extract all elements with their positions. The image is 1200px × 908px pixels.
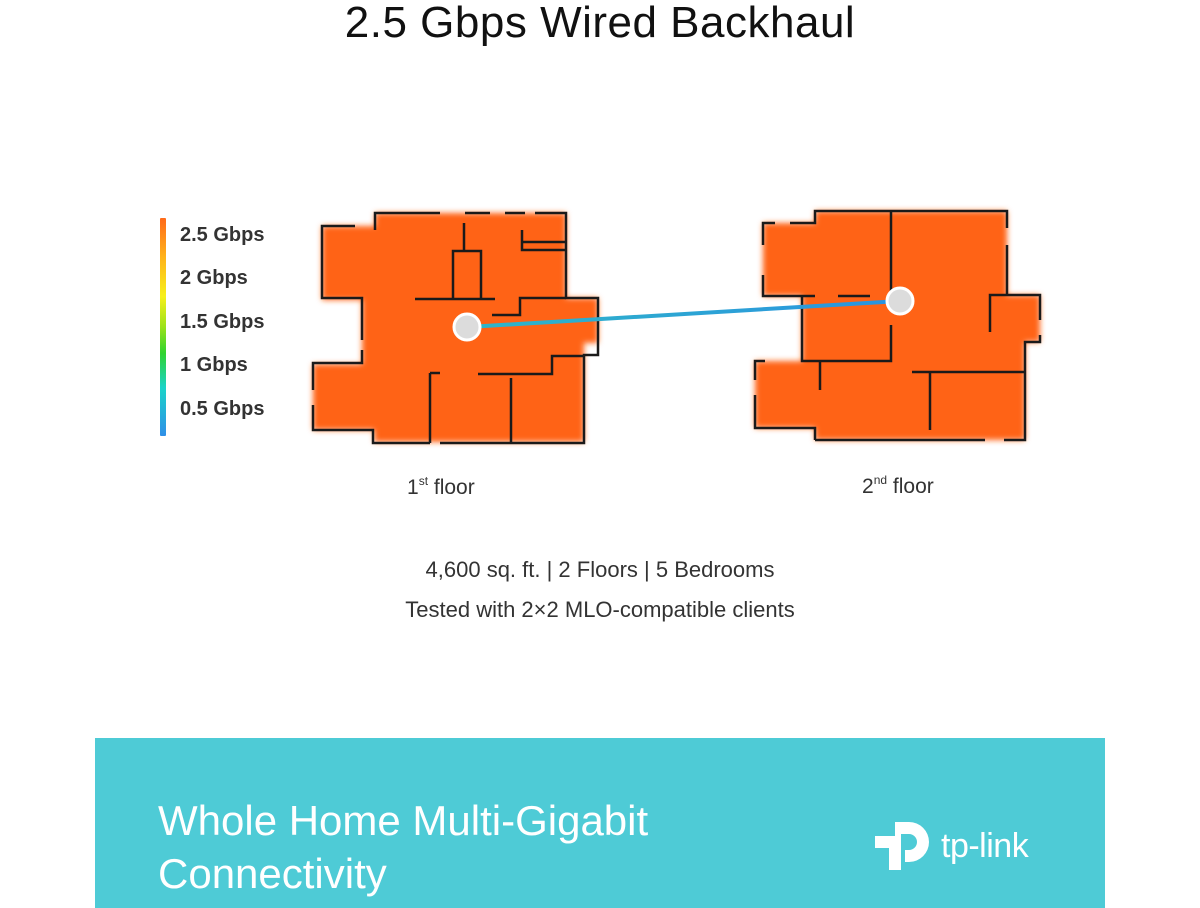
first-floor-label: 1st floor (407, 474, 475, 499)
home-stats: 4,600 sq. ft. | 2 Floors | 5 Bedrooms (425, 557, 775, 582)
tp-link-logo-icon (875, 822, 929, 870)
wired-backhaul-link (467, 299, 901, 329)
speed-legend-gradient (160, 218, 166, 436)
second-floor-plan (755, 211, 1040, 440)
mesh-node-icon (452, 312, 482, 342)
feature-banner: Whole Home Multi-Gigabit Connectivity tp… (95, 738, 1105, 908)
legend-label: 2.5 Gbps (180, 224, 265, 246)
legend-label: 0.5 Gbps (180, 398, 265, 420)
first-floor-walls (311, 211, 600, 445)
second-floor-walls (753, 209, 1042, 442)
page-title: 2.5 Gbps Wired Backhaul (344, 0, 856, 47)
banner-headline: Whole Home Multi-Gigabit Connectivity (158, 797, 649, 897)
legend-label: 1 Gbps (180, 354, 248, 376)
second-floor-label: 2nd floor (862, 473, 934, 498)
test-conditions: Tested with 2×2 MLO-compatible clients (405, 597, 795, 622)
tp-link-logo: tp-link (873, 818, 1029, 874)
floor-plans-diagram (311, 209, 1042, 445)
legend-label: 2 Gbps (180, 267, 248, 289)
legend-label: 1.5 Gbps (180, 311, 265, 333)
mesh-node-icon (885, 286, 915, 316)
